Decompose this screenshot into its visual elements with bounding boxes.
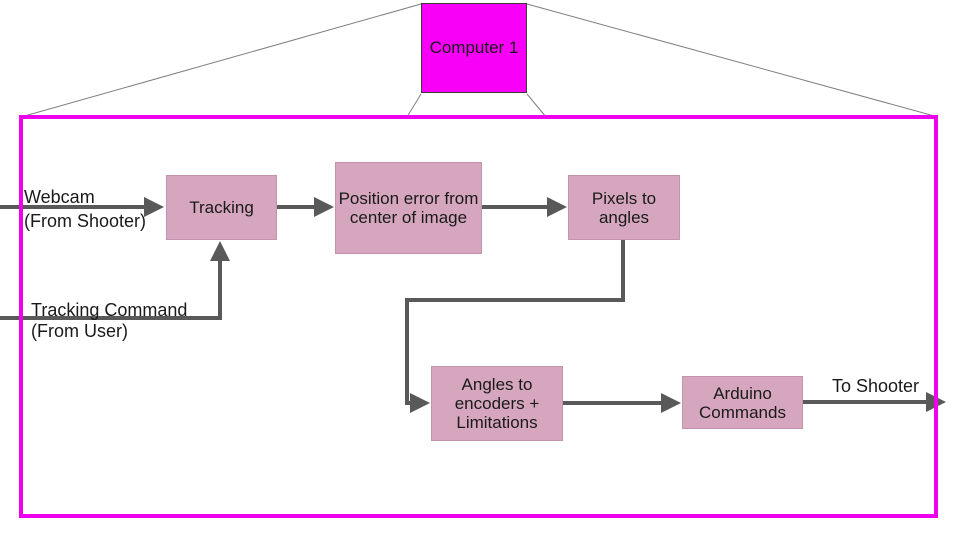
node-tracking-label: Tracking xyxy=(189,198,254,217)
node-arduino-commands[interactable]: Arduino Commands xyxy=(682,376,803,429)
label-to-shooter-output: To Shooter xyxy=(832,376,919,396)
label-tracking-command-line1: Tracking Command xyxy=(31,300,188,320)
label-webcam-input: Webcam (From Shooter) xyxy=(24,185,146,233)
node-position-error[interactable]: Position error from center of image xyxy=(335,162,482,254)
node-computer1[interactable]: Computer 1 xyxy=(421,3,527,93)
label-webcam-line2: (From Shooter) xyxy=(24,211,147,231)
label-to-shooter-text: To Shooter xyxy=(832,376,920,396)
label-tracking-command-line2: (From User) xyxy=(31,321,128,341)
zoom-guide-line-top-left xyxy=(20,3,422,118)
node-position-error-label: Position error from center of image xyxy=(338,189,479,227)
zoom-guide-line-bottom-left xyxy=(406,93,422,118)
connector-command-to-tracking xyxy=(0,241,230,320)
connector-pixels-to-angles-encoders xyxy=(405,240,625,413)
zoom-guide-line-top-right xyxy=(526,3,939,118)
node-angles-to-encoders-label: Angles to encoders + Limitations xyxy=(454,375,540,432)
node-arduino-commands-label: Arduino Commands xyxy=(699,383,786,422)
label-webcam-line1: Webcam xyxy=(24,187,95,207)
node-computer1-label: Computer 1 xyxy=(429,38,519,57)
label-tracking-command-input: Tracking Command (From User) xyxy=(31,300,187,342)
node-angles-to-encoders[interactable]: Angles to encoders + Limitations xyxy=(431,366,563,441)
node-pixels-to-angles[interactable]: Pixels to angles xyxy=(568,175,680,240)
node-pixels-to-angles-label: Pixels to angles xyxy=(591,188,657,227)
zoom-guide-line-bottom-right xyxy=(526,93,547,118)
node-tracking[interactable]: Tracking xyxy=(166,175,277,240)
